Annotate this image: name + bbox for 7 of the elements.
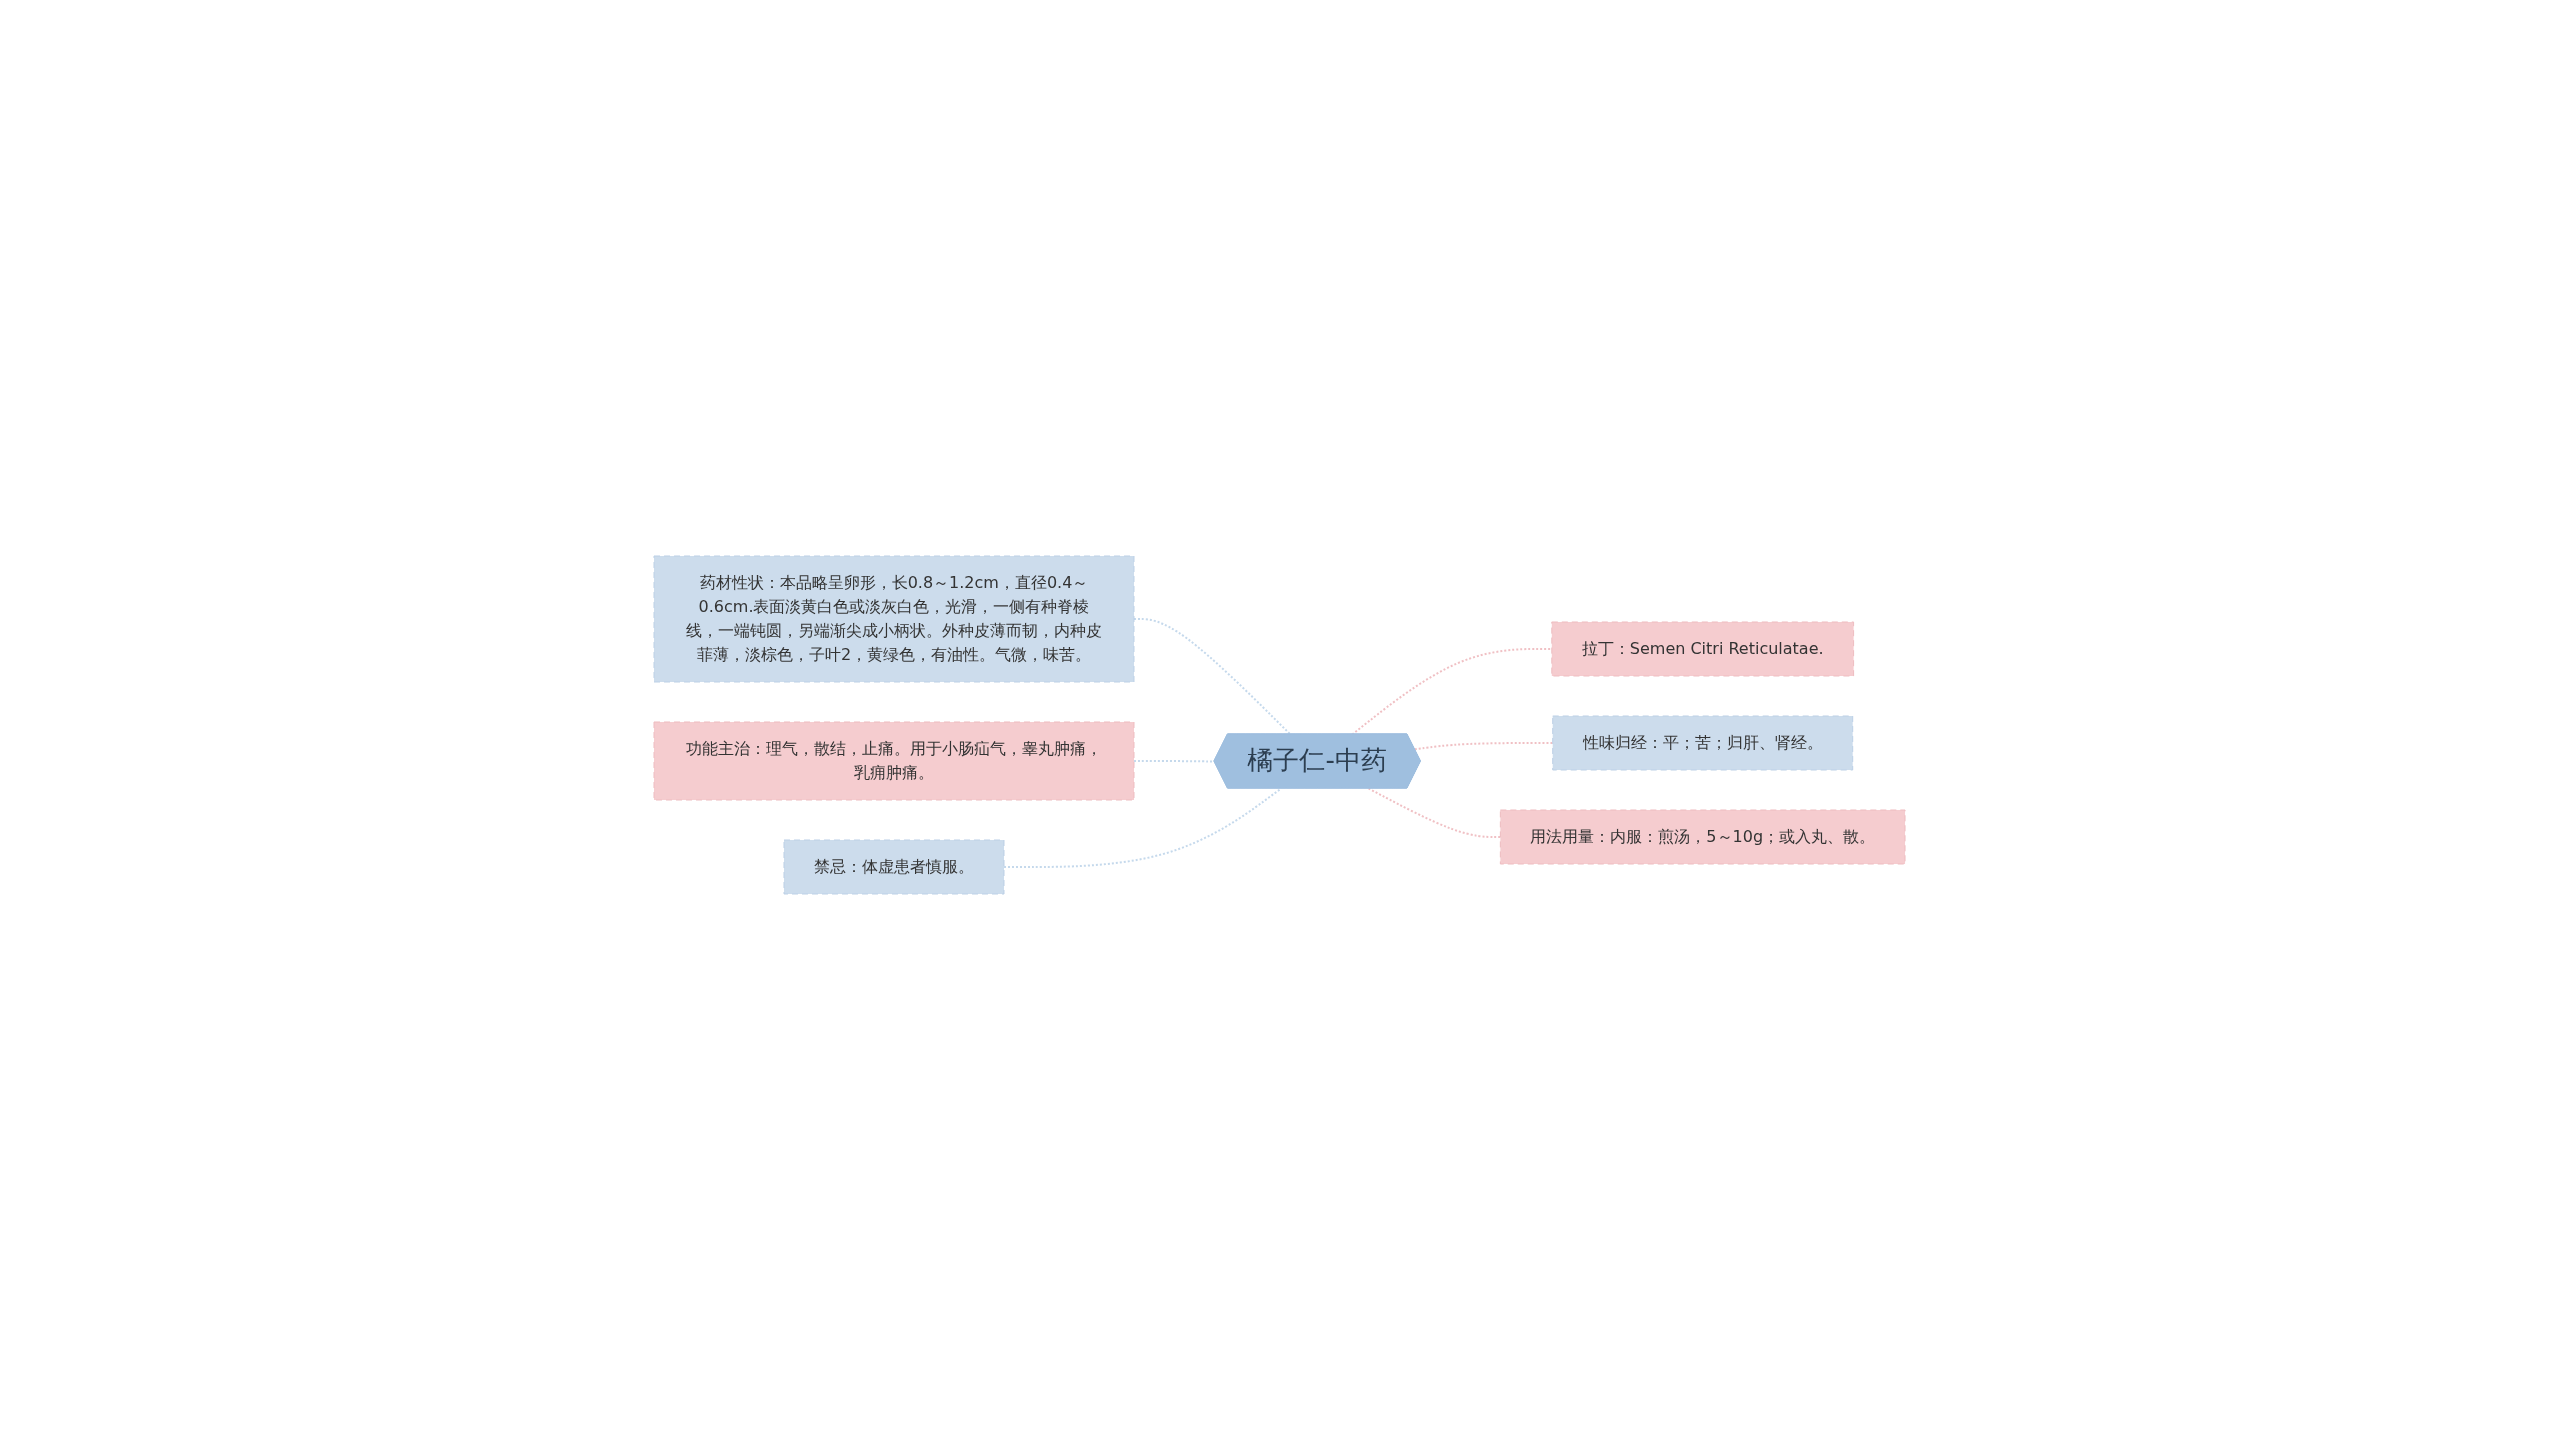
node-box: 用法用量：内服：煎汤，5～10g；或入丸、散。: [1500, 809, 1906, 864]
node-box: 禁忌：体虚患者慎服。: [784, 839, 1005, 894]
connector: [1368, 787, 1502, 838]
node-box: 药材性状：本品略呈卵形，长0.8～1.2cm，直径0.4～0.6cm.表面淡黄白色或淡灰白色，光滑，一侧有种脊棱线，一端钝圆，另端渐尖成小柄状。外种皮薄而韧，内种皮菲薄，淡棕色，子叶2，黄绿色，有油性。气微，味苦。: [654, 555, 1135, 682]
node-box: 性味归经：平；苦；归肝、肾经。: [1552, 715, 1854, 770]
node-box: 功能主治：理气，散结，止痛。用于小肠疝气，睾丸肿痛，乳痈肿痛。: [654, 721, 1135, 800]
node-box: 拉丁：Semen Citri Reticulatae.: [1551, 621, 1855, 676]
